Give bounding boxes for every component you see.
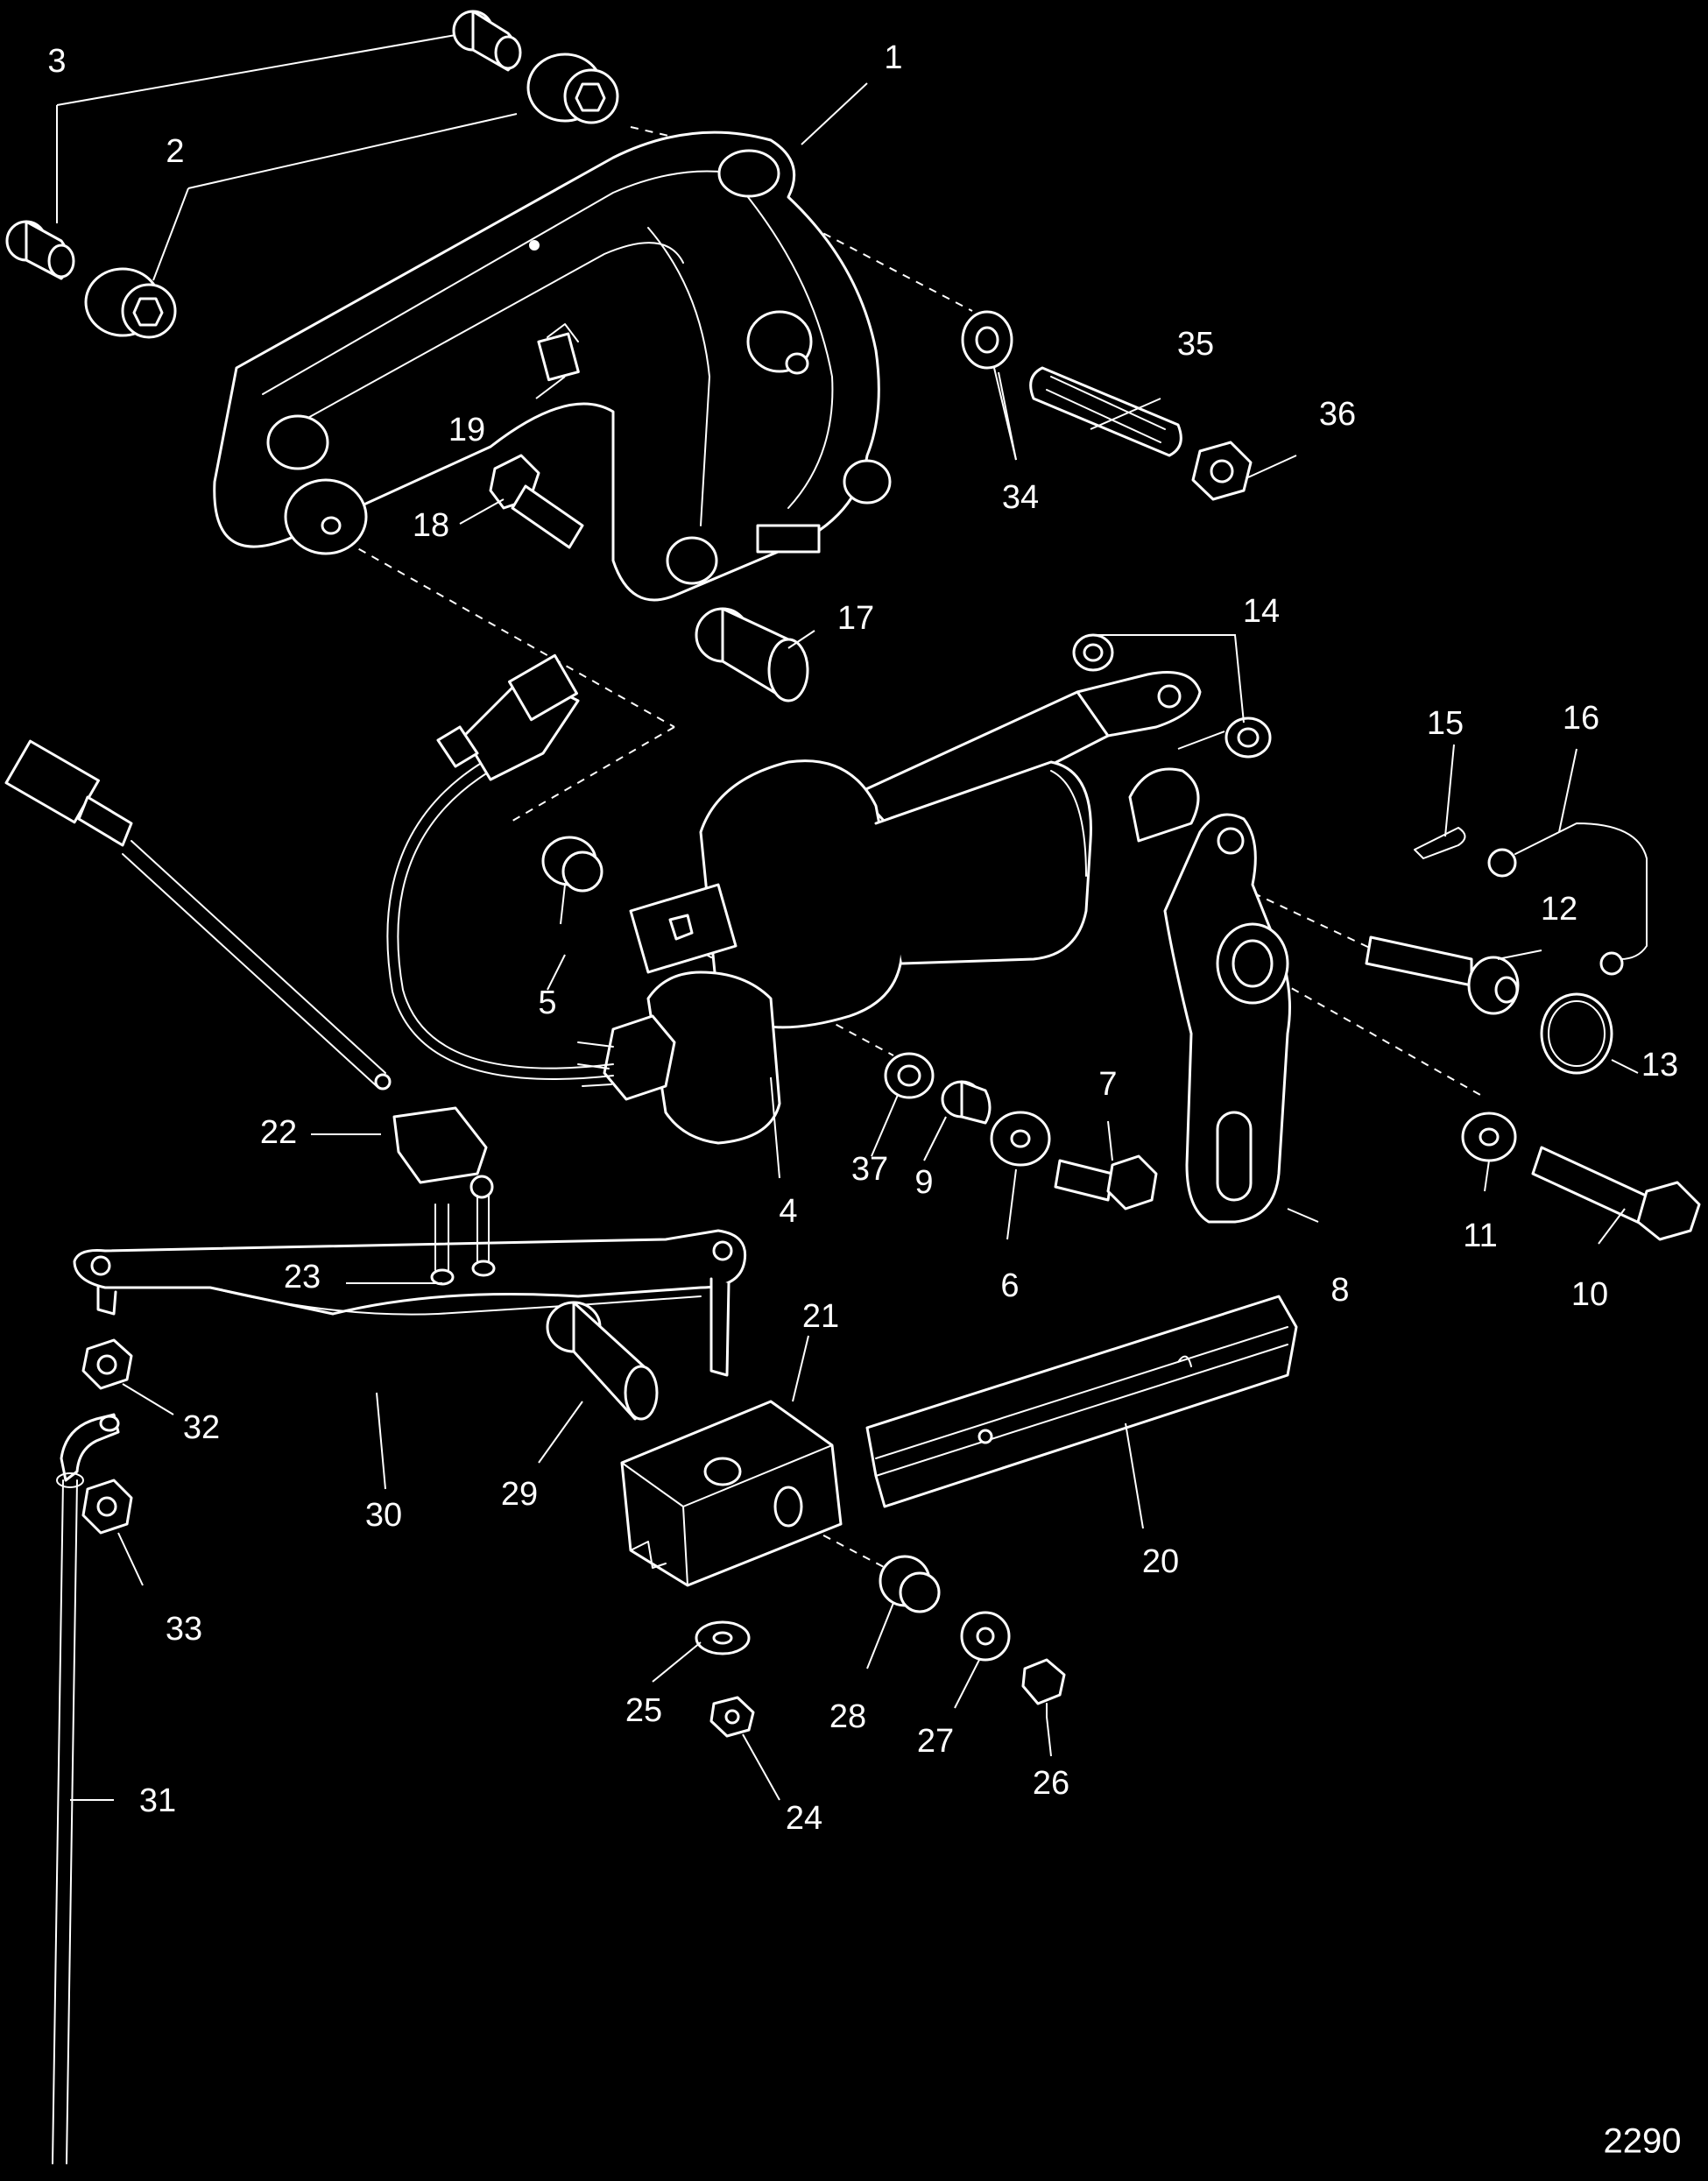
callout-30: 30 [365, 1497, 402, 1534]
assembly-lines [332, 126, 1481, 1578]
callout-20: 20 [1142, 1543, 1179, 1580]
switch-harness-icon [386, 653, 614, 1080]
spacer-icon [941, 1080, 992, 1125]
bushing-icon [546, 1301, 659, 1421]
bushing-icon [5, 10, 522, 280]
screw-icon [430, 1195, 496, 1286]
callout-34: 34 [1002, 479, 1039, 516]
bushing-icon [541, 836, 603, 893]
callout-12: 12 [1541, 891, 1577, 928]
slide-block-icon [620, 1400, 843, 1587]
screw-icon [1021, 1658, 1066, 1718]
nut-icon [1191, 441, 1253, 501]
callout-4: 4 [779, 1193, 797, 1230]
callout-32: 32 [183, 1409, 220, 1446]
callout-6: 6 [1000, 1267, 1019, 1304]
retaining-ring-icon [1540, 992, 1613, 1075]
callout-29: 29 [501, 1476, 538, 1513]
callout-25: 25 [625, 1692, 662, 1729]
callout-23: 23 [284, 1259, 321, 1295]
clip-icon [1414, 827, 1466, 859]
callout-7: 7 [1098, 1066, 1117, 1103]
reference-number: 2290 [1604, 2122, 1682, 2161]
bolt-icon [1531, 1146, 1701, 1241]
shift-lever-icon [1128, 767, 1291, 1224]
callout-labels: 1 2 3 4 5 6 7 8 9 10 11 12 13 14 15 16 1… [47, 39, 1678, 1837]
grommet-icon [84, 53, 619, 339]
callout-16: 16 [1563, 700, 1599, 737]
callout-8: 8 [1330, 1272, 1349, 1309]
callout-31: 31 [139, 1782, 176, 1819]
callout-35: 35 [1177, 326, 1214, 363]
callout-14: 14 [1243, 593, 1280, 630]
screw-icon [489, 454, 584, 549]
washer-icon [960, 1611, 1011, 1662]
leader-lines [56, 34, 1639, 1801]
callout-18: 18 [413, 507, 449, 544]
callout-13: 13 [1641, 1047, 1678, 1083]
callout-11: 11 [1463, 1218, 1497, 1254]
callout-3: 3 [47, 43, 66, 80]
callout-24: 24 [786, 1800, 822, 1837]
callout-15: 15 [1427, 705, 1464, 742]
pin-icon [1365, 935, 1520, 1015]
callout-1: 1 [884, 39, 902, 76]
callout-5: 5 [538, 985, 556, 1021]
washer-icon [1461, 1112, 1517, 1162]
callout-28: 28 [829, 1698, 866, 1735]
shift-actuator-icon [577, 671, 1202, 1145]
callout-37: 37 [851, 1151, 888, 1188]
callout-9: 9 [914, 1164, 933, 1201]
stud-icon [1029, 366, 1182, 457]
callout-17: 17 [837, 600, 874, 637]
bolt-icon [1054, 1154, 1158, 1210]
callout-19: 19 [448, 412, 485, 448]
nut-icon [709, 1696, 755, 1738]
callout-27: 27 [917, 1723, 954, 1760]
bushing-icon [879, 1555, 941, 1613]
washer-icon [884, 1052, 935, 1099]
link-arm-icon [73, 1229, 747, 1377]
callout-10: 10 [1571, 1276, 1608, 1313]
switch-harness-icon [4, 739, 494, 1199]
washer-icon [990, 1111, 1051, 1167]
shift-rod-icon [52, 1413, 120, 2164]
callout-26: 26 [1033, 1765, 1069, 1802]
callout-2: 2 [166, 133, 184, 170]
washer-icon [695, 1620, 751, 1655]
bushing-icon [695, 607, 809, 702]
callout-33: 33 [166, 1611, 202, 1648]
nut-icon [81, 1338, 133, 1390]
bushing-icon [1072, 633, 1272, 759]
clip-icon [537, 323, 580, 382]
slide-rail-icon [865, 1295, 1298, 1508]
washer-icon [961, 310, 1013, 370]
callout-21: 21 [802, 1298, 839, 1335]
ground-wire-icon [1487, 822, 1648, 976]
callout-22: 22 [260, 1114, 297, 1151]
nut-icon [81, 1479, 133, 1535]
callout-36: 36 [1319, 396, 1356, 433]
